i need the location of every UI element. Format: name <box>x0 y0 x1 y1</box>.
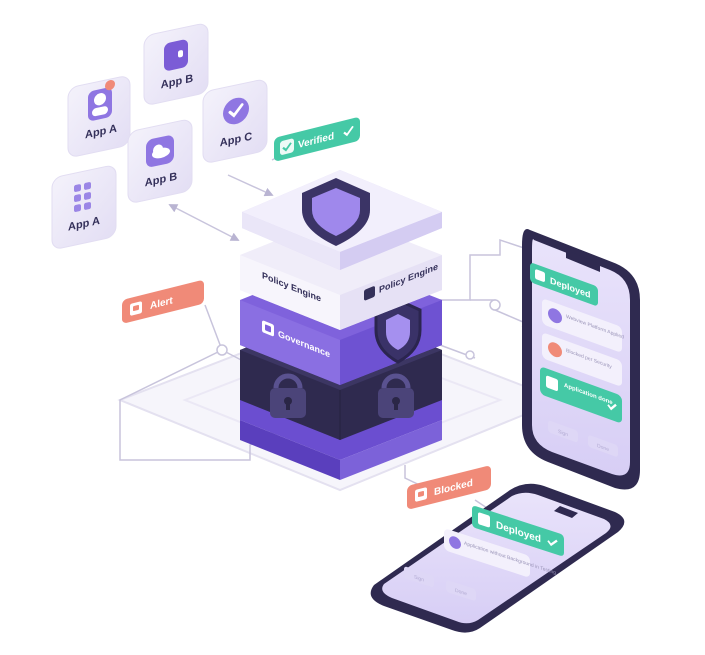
shield-icon <box>374 298 422 364</box>
alert-tag: Alert <box>122 280 204 323</box>
app-tile[interactable]: App B <box>143 22 209 106</box>
phone-bottom: Deployed Application without Background … <box>370 483 625 633</box>
connector-node <box>216 344 228 356</box>
blocked-tag: Blocked <box>407 466 491 509</box>
padlock-icon <box>378 373 414 418</box>
done-button[interactable] <box>588 435 618 458</box>
connector-node <box>489 299 501 311</box>
phone-notch <box>554 506 578 518</box>
app-tile[interactable]: App B <box>127 118 193 204</box>
grid-icon <box>74 182 91 212</box>
done-button-label: Done <box>597 443 609 453</box>
connector-node <box>465 350 475 360</box>
app-tile[interactable]: App A <box>67 75 131 158</box>
security-stack: Governance Policy Engine Policy Engine <box>240 170 442 480</box>
shield-icon <box>302 178 370 246</box>
card-icon <box>164 39 188 71</box>
padlock-icon <box>270 373 306 418</box>
app-tile[interactable]: App A <box>51 164 117 250</box>
check-shield-icon <box>223 97 249 125</box>
sign-button-label: Sign <box>558 429 568 438</box>
verified-tag: Verified <box>274 117 360 161</box>
policy-icon <box>364 286 375 301</box>
list-item[interactable]: Application done <box>540 366 622 424</box>
list-item[interactable]: Blocked per Security <box>542 332 622 387</box>
phone-right: Deployed Webview Platform Applied Blocke… <box>522 229 640 490</box>
sign-button-label: Sign <box>414 574 424 583</box>
sign-button[interactable] <box>404 566 434 588</box>
check-icon <box>547 539 558 547</box>
phone-notch <box>566 250 600 272</box>
done-button[interactable] <box>446 580 476 602</box>
sign-button[interactable] <box>548 420 578 443</box>
list-item[interactable]: Webview Platform Applied <box>542 298 624 354</box>
check-icon <box>607 403 617 411</box>
user-icon <box>88 79 115 121</box>
check-icon <box>343 125 354 137</box>
cloud-icon <box>146 135 174 167</box>
app-tile[interactable]: App C <box>202 78 268 164</box>
done-button-label: Done <box>455 588 467 598</box>
